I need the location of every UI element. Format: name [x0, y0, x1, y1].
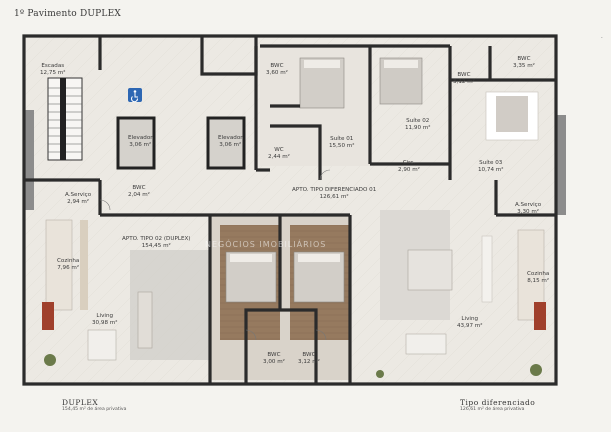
sofa-left — [137, 291, 153, 349]
kitchen-island-right — [481, 235, 493, 303]
walls — [22, 34, 558, 386]
door-swings — [99, 169, 331, 341]
footer-right-title: Tipo diferenciado — [460, 398, 536, 407]
footer-right-sub: 126,61 m² de área privativa — [460, 407, 525, 412]
bed-duplex-left — [225, 251, 277, 303]
bed-suite01 — [299, 57, 345, 109]
corner-mark: · — [600, 34, 603, 42]
floor-plan — [22, 34, 566, 386]
label-circ: Circ.2,90 m² — [398, 160, 420, 173]
plants — [44, 354, 542, 378]
dining-table-left — [87, 329, 117, 361]
fireplace-left — [42, 302, 54, 330]
footer-right: Tipo diferenciado 126,61 m² de área priv… — [460, 398, 535, 412]
elevator-left — [116, 116, 156, 170]
label-apto-duplex: APTO. TIPO 02 (DUPLEX)154,45 m² — [122, 236, 191, 249]
bed-suite03 — [485, 91, 539, 141]
footer-left-title: DUPLEX — [62, 398, 99, 407]
bed-duplex-right — [293, 251, 345, 303]
bed-suite02 — [379, 57, 423, 105]
kitchen-counter-left — [45, 219, 73, 311]
elevator-right — [206, 116, 246, 170]
footer-left: DUPLEX 154,45 m² de área privativa — [62, 398, 126, 412]
staircase — [47, 77, 83, 161]
kitchen-counter-right — [517, 229, 545, 321]
sofa-right — [407, 249, 453, 291]
fireplace-right — [534, 302, 546, 330]
accessibility-icon — [128, 88, 142, 103]
left-balcony — [24, 110, 34, 210]
dining-table-right — [405, 333, 447, 355]
right-balcony — [556, 115, 566, 215]
kitchen-island-left — [80, 220, 88, 310]
watermark: NEGÓCIOS IMOBILIÁRIOS — [205, 240, 327, 249]
footer-left-sub: 154,45 m² de área privativa — [62, 407, 127, 412]
page-title: 1º Pavimento DUPLEX — [14, 9, 121, 19]
